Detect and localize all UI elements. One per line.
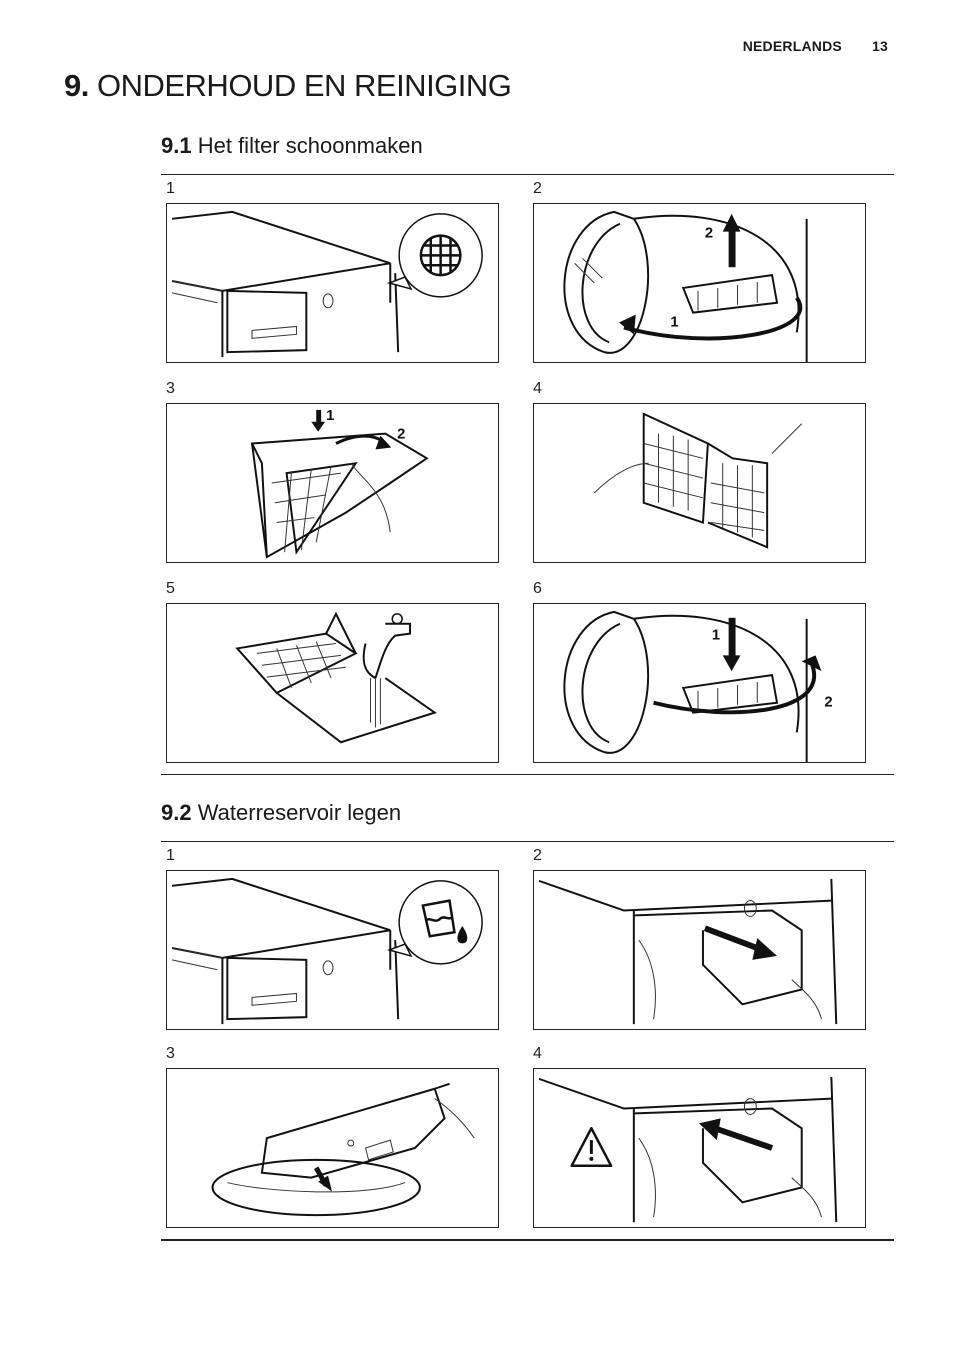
figure-pull-out-reservoir [533,870,866,1030]
step-number: 4 [533,380,542,397]
chapter-title: 9. ONDERHOUD EN REINIGING [64,68,512,104]
page-number: 13 [872,38,888,54]
callout-1: 1 [326,408,334,424]
warning-triangle-icon [570,1127,613,1168]
section-title: Het filter schoonmaken [197,133,423,158]
figure-open-door-remove-filter: 2 1 [533,203,866,363]
water-container-icon [421,899,468,944]
callout-1: 1 [670,314,678,330]
step-number: 4 [533,1045,542,1062]
figure-filter-open-hands [533,403,866,563]
section-divider [161,774,894,775]
section-heading-9-2: 9.2 Waterreservoir legen [161,800,401,826]
figure-dryer-water-indicator [166,870,499,1030]
section-number: 9.2 [161,800,192,825]
page-header: NEDERLANDS 13 [743,38,888,54]
figure-dryer-filter-indicator [166,203,499,363]
section-title: Waterreservoir legen [197,800,402,825]
step-number: 3 [166,380,175,397]
callout-2: 2 [824,695,832,711]
chapter-number: 9. [64,68,89,103]
section-divider [161,841,894,842]
step-number: 1 [166,847,175,864]
step-number: 5 [166,580,175,597]
header-language: NEDERLANDS [742,38,842,54]
step-number: 1 [166,180,175,197]
section-divider [161,174,894,175]
step-number: 6 [533,580,542,597]
section-end-divider [161,1239,894,1241]
callout-1: 1 [712,628,720,644]
figure-insert-reservoir [533,1068,866,1228]
section-heading-9-1: 9.1 Het filter schoonmaken [161,133,423,159]
step-number: 2 [533,847,542,864]
step-number: 2 [533,180,542,197]
figure-empty-reservoir [166,1068,499,1228]
callout-2: 2 [705,226,713,242]
step-number: 3 [166,1045,175,1062]
filter-grid-icon [419,234,462,277]
figure-rinse-filter-tap [166,603,499,763]
figure-reinsert-filter: 1 2 [533,603,866,763]
chapter-title-text: ONDERHOUD EN REINIGING [96,68,512,103]
figure-open-filter-halves: 1 2 [166,403,499,563]
callout-2: 2 [397,427,405,443]
section-number: 9.1 [161,133,192,158]
